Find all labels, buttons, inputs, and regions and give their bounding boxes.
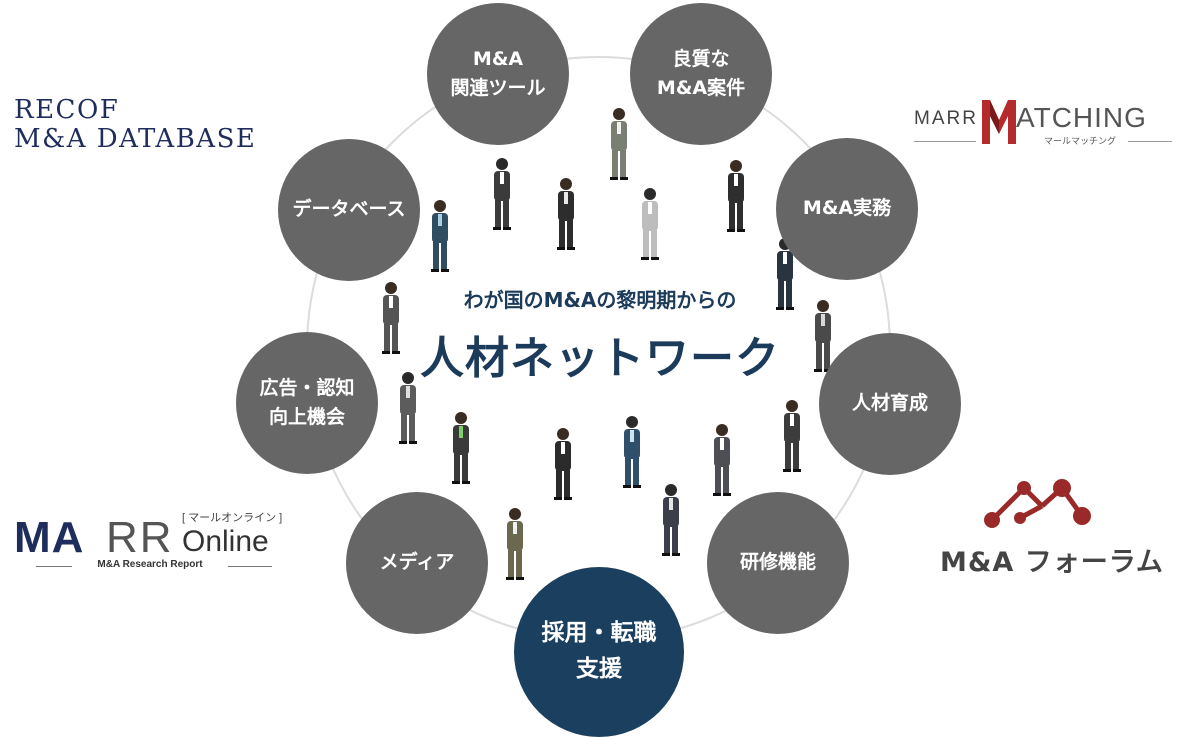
node-training-function-label: 研修機能	[739, 551, 816, 574]
business-person-figure	[382, 282, 400, 354]
marr-matching-tagline: マールマッチング	[1043, 136, 1116, 146]
marr-matching-atching: ATCHING	[1016, 102, 1147, 133]
business-person-figure	[641, 188, 659, 260]
marr-online-word: Online	[182, 525, 269, 558]
business-person-figure	[623, 416, 641, 488]
marr-matching-marr: MARR	[914, 108, 978, 129]
node-database-label: データベース	[292, 198, 406, 221]
node-ma-tools[interactable]: M&A 関連ツール	[427, 3, 569, 145]
business-person-figure	[452, 412, 470, 484]
node-media-label: メディア	[379, 551, 455, 574]
marr-online-kana: [ マールオンライン ]	[182, 512, 283, 524]
marr-online-rule-right	[228, 566, 272, 567]
node-advertising-line1: 広告・認知	[259, 376, 355, 399]
marr-matching-m-mark	[982, 100, 1016, 144]
center-title: 人材ネットワーク	[420, 333, 780, 384]
marr-matching-rule-left	[914, 141, 976, 142]
marr-online-ma: MA	[14, 513, 85, 562]
marr-online-rr: RR	[106, 513, 174, 562]
business-person-figure	[783, 400, 801, 472]
node-advertising[interactable]: 広告・認知 向上機会	[236, 332, 378, 474]
node-quality-deals[interactable]: 良質な M&A案件	[630, 3, 772, 145]
business-person-figure	[727, 160, 745, 232]
node-database[interactable]: データベース	[278, 139, 420, 281]
node-ma-practice[interactable]: M&A実務	[776, 138, 918, 280]
center-subtitle: わが国のM&Aの黎明期からの	[463, 288, 737, 312]
marr-matching-rule-right	[1128, 141, 1172, 142]
business-person-figure	[493, 158, 511, 230]
marr-online-rule-left	[36, 566, 72, 567]
node-ma-tools-line1: M&A	[472, 47, 524, 70]
marr-online-tagline: M&A Research Report	[97, 559, 203, 570]
node-ma-tools-line2: 関連ツール	[450, 77, 546, 99]
node-training-function[interactable]: 研修機能	[707, 492, 849, 634]
ma-forum-text: M&A フォーラム	[940, 547, 1164, 578]
recof-logo-line2: M&A DATABASE	[14, 124, 257, 155]
node-recruitment-line1: 採用・転職	[541, 620, 657, 647]
node-quality-deals-line1: 良質な	[672, 47, 730, 70]
node-recruitment-line2: 支援	[576, 656, 622, 682]
business-person-figure	[554, 428, 572, 500]
ma-forum-logo[interactable]: M&A フォーラム	[936, 478, 1163, 578]
marr-online-logo[interactable]: MA RR [ マールオンライン ] Online M&A Research R…	[14, 507, 286, 579]
marr-matching-logo[interactable]: MARR ATCHING マールマッチング	[910, 96, 1172, 154]
business-person-figure	[713, 424, 731, 496]
recof-logo-line1: RECOF	[14, 95, 120, 125]
ma-forum-network-icon	[984, 479, 1091, 528]
node-quality-deals-line2: M&A案件	[656, 77, 746, 99]
node-ma-practice-label: M&A実務	[802, 197, 892, 220]
node-media[interactable]: メディア	[346, 492, 488, 634]
business-person-figure	[814, 300, 832, 372]
business-person-figure	[610, 108, 628, 180]
recof-database-logo[interactable]: RECOF M&A DATABASE	[14, 95, 257, 155]
node-talent-development[interactable]: 人材育成	[819, 333, 961, 475]
business-person-figure	[399, 372, 417, 444]
business-person-figure	[431, 200, 449, 272]
node-talent-development-label: 人材育成	[851, 392, 928, 415]
business-person-figure	[506, 508, 524, 580]
business-person-figure	[557, 178, 575, 250]
node-recruitment-support[interactable]: 採用・転職 支援	[514, 567, 684, 737]
node-advertising-line2: 向上機会	[268, 406, 345, 428]
business-person-figure	[662, 484, 680, 556]
